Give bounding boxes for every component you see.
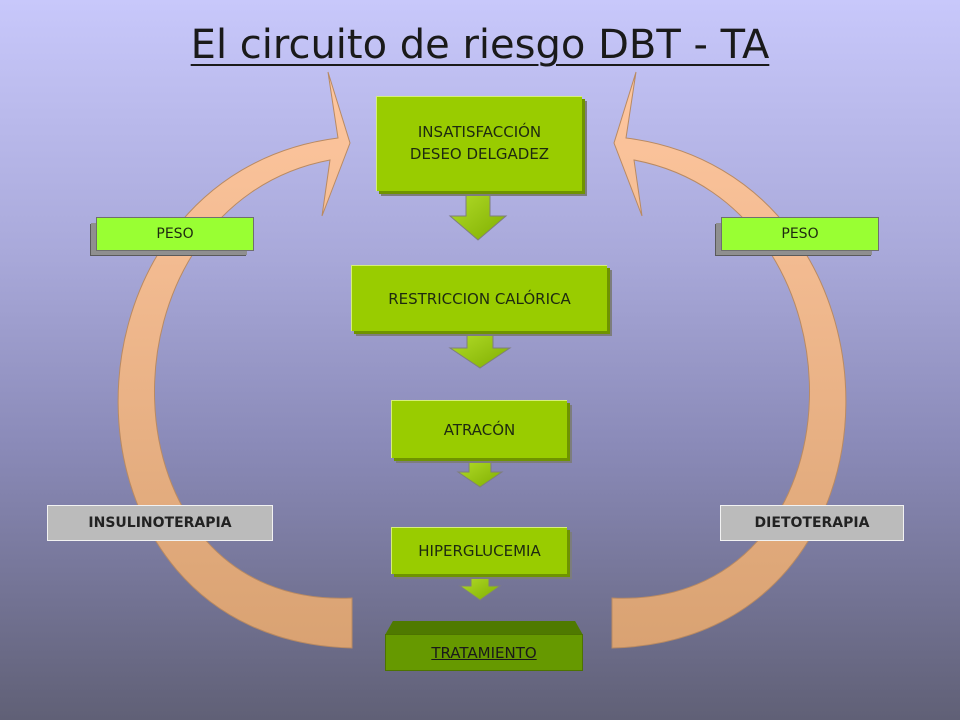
tratamiento-box: TRATAMIENTO bbox=[385, 634, 583, 671]
down-arrow-1 bbox=[448, 191, 508, 241]
hiperglucemia-box: HIPERGLUCEMIA bbox=[391, 527, 567, 574]
right-curved-arrow bbox=[611, 71, 847, 649]
down-arrow-3 bbox=[456, 458, 504, 488]
dietoterapia-box: DIETOTERAPIA bbox=[720, 505, 904, 541]
down-arrow-2 bbox=[448, 332, 512, 369]
atracon-box: ATRACÓN bbox=[391, 400, 567, 458]
peso-left-box: PESO bbox=[96, 217, 254, 251]
insatisfaccion-box: INSATISFACCIÓN DESEO DELGADEZ bbox=[376, 96, 582, 191]
insulinoterapia-box: INSULINOTERAPIA bbox=[47, 505, 273, 541]
restriccion-calorica-box: RESTRICCION CALÓRICA bbox=[351, 265, 607, 331]
peso-right-box: PESO bbox=[721, 217, 879, 251]
tratamiento-box-top bbox=[385, 621, 583, 635]
down-arrow-4 bbox=[458, 574, 502, 601]
left-curved-arrow bbox=[117, 71, 353, 649]
page-title: El circuito de riesgo DBT - TA bbox=[190, 22, 770, 68]
